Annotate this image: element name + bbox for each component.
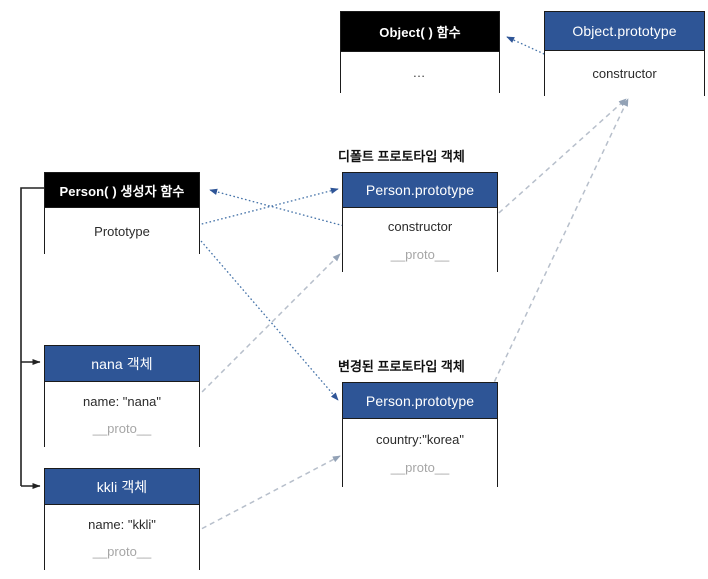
edge-kkli-proto-to-modified-prototype bbox=[185, 455, 341, 538]
node-kkli-object-title: kkli 객체 bbox=[96, 478, 148, 495]
field-object-prototype-constructor: constructor bbox=[592, 66, 657, 82]
node-nana-object-title: nana 객체 bbox=[91, 355, 153, 372]
node-person-function[interactable]: Person( ) 생성자 함수 Prototype bbox=[44, 172, 200, 255]
node-person-prototype-modified[interactable]: Person.prototype country:"korea" __proto… bbox=[342, 382, 498, 488]
node-object-prototype-header: Object.prototype bbox=[545, 12, 704, 50]
node-object-function-body: … bbox=[341, 51, 499, 94]
node-kkli-object[interactable]: kkli 객체 name: "kkli" __proto__ bbox=[44, 468, 200, 571]
edge-personfn-bracket-trunk bbox=[20, 187, 44, 486]
field-person-prototype-default-proto: __proto__ bbox=[390, 246, 450, 262]
node-person-function-body: Prototype bbox=[45, 207, 199, 255]
node-object-prototype-title: Object.prototype bbox=[572, 23, 677, 39]
node-person-prototype-modified-title: Person.prototype bbox=[365, 392, 475, 409]
node-person-prototype-default-header: Person.prototype bbox=[343, 173, 497, 207]
node-person-prototype-modified-header: Person.prototype bbox=[343, 383, 497, 418]
node-nana-object-body: name: "nana" __proto__ bbox=[45, 381, 199, 448]
caption-modified-prototype: 변경된 프로토타입 객체 bbox=[338, 359, 465, 374]
node-object-function-title: Object( ) 함수 bbox=[379, 25, 461, 40]
node-object-prototype[interactable]: Object.prototype constructor bbox=[544, 11, 705, 97]
field-nana-name: name: "nana" bbox=[83, 393, 161, 409]
node-object-function-header: Object( ) 함수 bbox=[341, 12, 499, 51]
node-person-function-header: Person( ) 생성자 함수 bbox=[45, 173, 199, 207]
node-person-function-title: Person( ) 생성자 함수 bbox=[59, 183, 185, 199]
node-person-prototype-default-body: constructor __proto__ bbox=[343, 207, 497, 273]
field-person-prototype-modified-proto: __proto__ bbox=[390, 459, 450, 475]
field-kkli-proto: __proto__ bbox=[92, 544, 152, 559]
field-nana-proto: __proto__ bbox=[92, 421, 152, 436]
caption-default-prototype: 디폴트 프로토타입 객체 bbox=[338, 149, 465, 164]
node-kkli-object-body: name: "kkli" __proto__ bbox=[45, 504, 199, 571]
field-person-function-prototype: Prototype bbox=[94, 223, 150, 239]
edge-nana-proto-to-default-prototype bbox=[182, 253, 341, 412]
node-person-prototype-default[interactable]: Person.prototype constructor __proto__ bbox=[342, 172, 498, 273]
field-kkli-name: name: "kkli" bbox=[88, 516, 156, 532]
field-person-prototype-default-constructor: constructor bbox=[387, 219, 453, 234]
field-person-prototype-modified-country: country:"korea" bbox=[376, 432, 464, 447]
node-nana-object-header: nana 객체 bbox=[45, 346, 199, 381]
node-kkli-object-header: kkli 객체 bbox=[45, 469, 199, 504]
node-person-prototype-modified-body: country:"korea" __proto__ bbox=[343, 418, 497, 488]
node-object-function[interactable]: Object( ) 함수 … bbox=[340, 11, 500, 94]
node-person-prototype-default-title: Person.prototype bbox=[365, 182, 475, 198]
node-nana-object[interactable]: nana 객체 name: "nana" __proto__ bbox=[44, 345, 200, 448]
edge-personfn-prototype-to-modified-proto bbox=[200, 240, 339, 401]
node-object-prototype-body: constructor bbox=[545, 50, 704, 97]
field-object-function-ellipsis: … bbox=[412, 65, 428, 81]
